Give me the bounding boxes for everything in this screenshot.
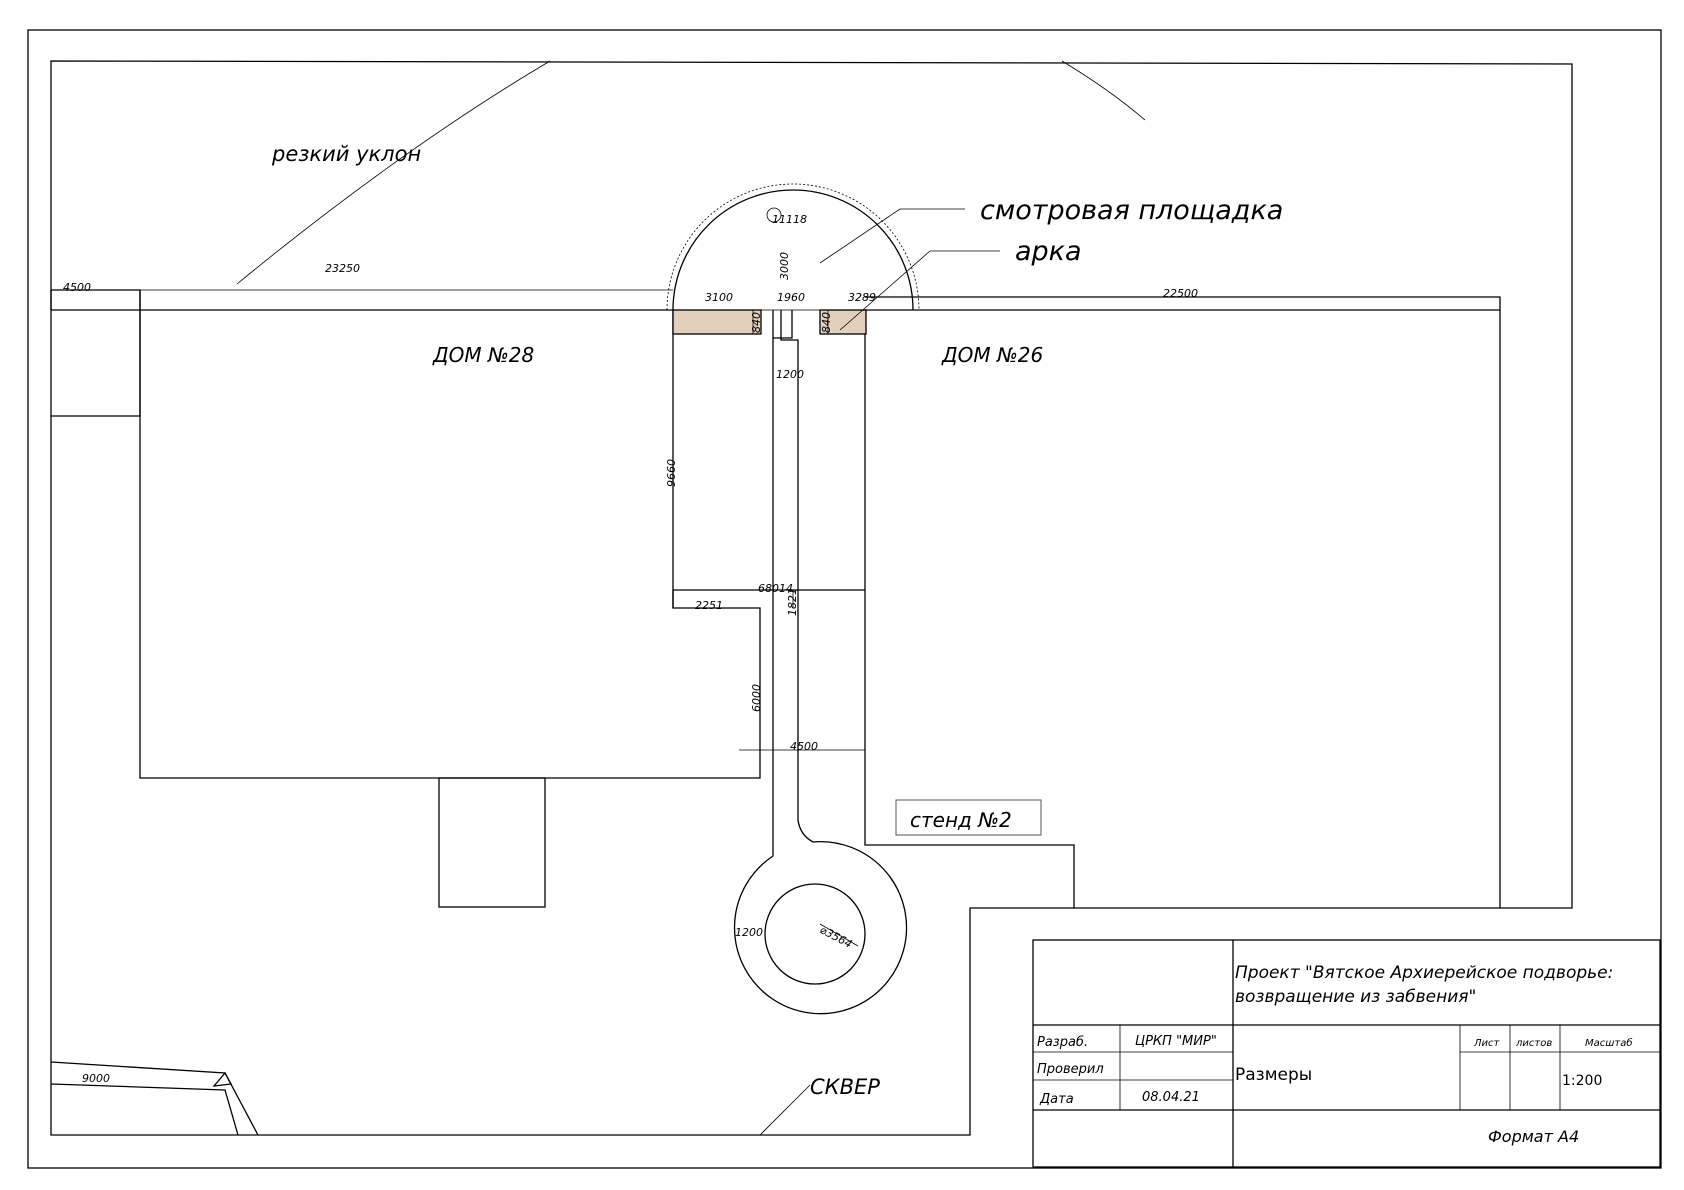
leader-square	[759, 1084, 811, 1136]
dim-4500-left: 4500	[63, 281, 91, 294]
dim-2251: 2251	[695, 599, 723, 612]
house-28-annex	[438, 777, 546, 908]
dim-3000: 3000	[778, 252, 791, 280]
outer-frame	[27, 29, 1662, 1169]
circle-outer	[733, 819, 908, 1015]
dim-1200-top: 1200	[776, 368, 804, 381]
label-house-26: ДОМ №26	[941, 343, 1043, 367]
dim-1960: 1960	[777, 291, 805, 304]
viewing-platform-arc-outer	[666, 183, 920, 311]
right-street-edge	[865, 296, 1501, 310]
dim-840-left: 840	[750, 312, 763, 333]
label-arch: арка	[1015, 236, 1082, 267]
label-steep-slope: резкий уклон	[271, 142, 421, 166]
house-26-outline	[864, 310, 1075, 908]
format-label: Формат А4	[1488, 1127, 1579, 1146]
dim-68014: 68014	[758, 582, 793, 595]
scale-label: Масштаб	[1585, 1037, 1633, 1049]
dim-3289: 3289	[848, 291, 876, 304]
project-title-line1: Проект "Вятское Архиерейское подворье:	[1235, 963, 1613, 983]
project-title-line2: возвращение из забвения"	[1235, 987, 1476, 1007]
slope-line-right	[1061, 60, 1146, 121]
sheet-label: Лист	[1473, 1038, 1501, 1049]
dim-6000: 6000	[750, 684, 763, 712]
dim-1821: 1821	[786, 588, 799, 616]
path-right-edge	[780, 310, 799, 820]
leader-platform	[819, 208, 901, 264]
dim-1200-circle: 1200	[735, 926, 763, 939]
platform-marker-icon	[766, 207, 782, 223]
site-boundary	[50, 60, 1573, 1136]
checked-label: Проверил	[1037, 1062, 1104, 1077]
slope-line-left	[236, 60, 551, 285]
left-building-strip	[51, 289, 141, 417]
label-square: СКВЕР	[810, 1075, 880, 1099]
label-stand-2: стенд №2	[910, 808, 1012, 832]
dim-3564: ⌀3564	[818, 923, 855, 951]
leader-arch	[839, 250, 931, 331]
dim-9000: 9000	[82, 1072, 110, 1085]
date-label: Дата	[1039, 1092, 1074, 1107]
stand-2-box	[895, 799, 1042, 836]
developed-label: Разраб.	[1037, 1035, 1088, 1050]
title-block	[1032, 939, 1661, 1168]
date-value: 08.04.21	[1142, 1090, 1200, 1105]
sheet-title: Размеры	[1235, 1065, 1312, 1085]
viewing-platform-arc	[672, 189, 914, 311]
house-28-outline	[139, 310, 761, 779]
dim-23250: 23250	[325, 262, 360, 275]
dim-11118: 11118	[772, 213, 807, 226]
label-viewing-platform: смотровая площадка	[980, 195, 1283, 226]
dim-9660: 9660	[665, 459, 678, 487]
dim-22500: 22500	[1163, 287, 1198, 300]
sheets-label: листов	[1515, 1038, 1552, 1049]
dim-4500-mid: 4500	[790, 740, 818, 753]
scale-value: 1:200	[1562, 1073, 1602, 1089]
label-house-28: ДОМ №28	[432, 343, 534, 367]
developed-value: ЦРКП "МИР"	[1135, 1034, 1217, 1049]
dim-3100: 3100	[705, 291, 733, 304]
arch-left	[672, 309, 762, 335]
circle-inner	[764, 883, 866, 985]
dim-840-right: 840	[820, 312, 833, 333]
